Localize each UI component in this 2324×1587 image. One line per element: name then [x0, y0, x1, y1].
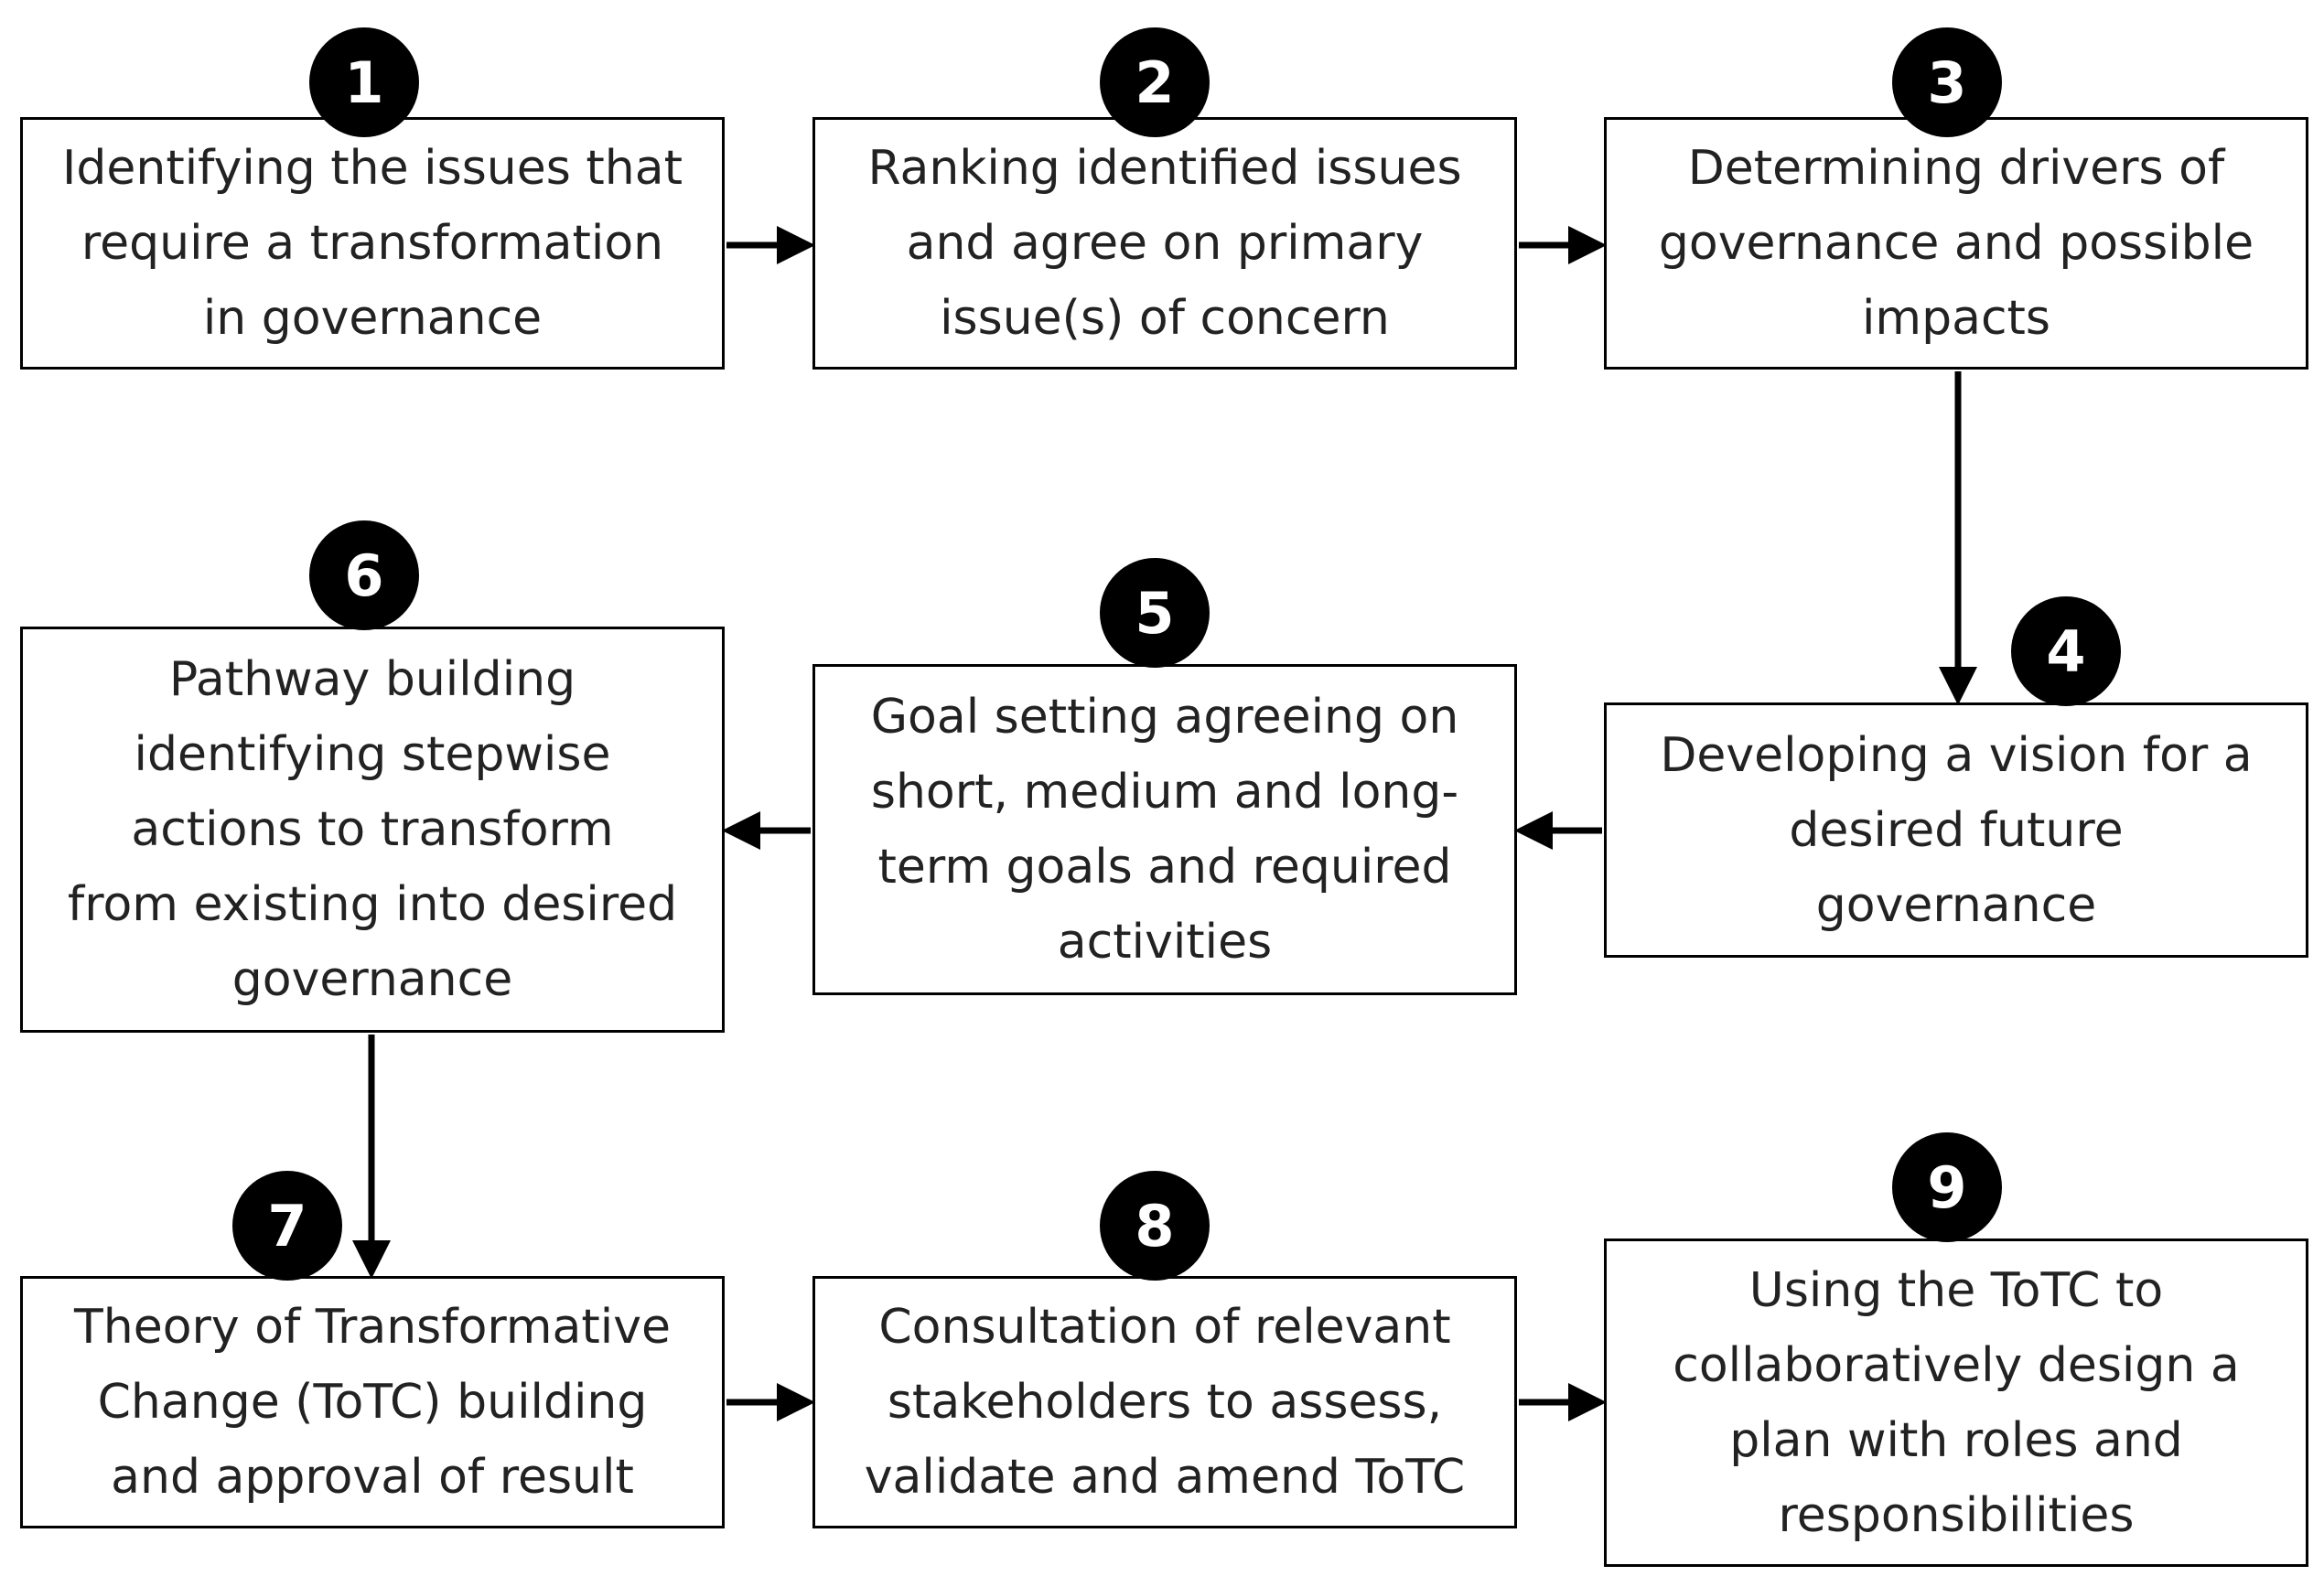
step-5-text: Goal setting agreeing on short, medium a… [870, 690, 1459, 970]
step-1-number-badge: 1 [309, 27, 419, 137]
step-2-text: Ranking identified issues and agree on p… [867, 141, 1462, 346]
step-7-box: Theory of Transformative Change (ToTC) b… [20, 1276, 725, 1528]
step-4-number-badge: 4 [2011, 596, 2121, 706]
step-1-text: Identifying the issues that require a tr… [62, 141, 683, 346]
step-4-box: Developing a vision for a desired future… [1604, 702, 2308, 958]
step-1-box: Identifying the issues that require a tr… [20, 117, 725, 370]
step-5-number-badge: 5 [1100, 558, 1210, 668]
step-8-text: Consultation of relevant stakeholders to… [864, 1300, 1466, 1505]
step-3-text: Determining drivers of governance and po… [1658, 141, 2254, 346]
step-9-box: Using the ToTC to collaboratively design… [1604, 1239, 2308, 1567]
step-6-text: Pathway building identifying stepwise ac… [67, 652, 678, 1007]
step-6-number-badge: 6 [309, 520, 419, 630]
step-6-box: Pathway building identifying stepwise ac… [20, 627, 725, 1033]
step-3-number-badge: 3 [1892, 27, 2002, 137]
step-2-box: Ranking identified issues and agree on p… [812, 117, 1517, 370]
step-7-number-badge: 7 [232, 1171, 342, 1281]
step-8-number-badge: 8 [1100, 1171, 1210, 1281]
step-5-box: Goal setting agreeing on short, medium a… [812, 664, 1517, 995]
step-9-number-badge: 9 [1892, 1132, 2002, 1242]
step-8-box: Consultation of relevant stakeholders to… [812, 1276, 1517, 1528]
step-3-box: Determining drivers of governance and po… [1604, 117, 2308, 370]
step-2-number-badge: 2 [1100, 27, 1210, 137]
step-4-text: Developing a vision for a desired future… [1660, 727, 2253, 933]
step-9-text: Using the ToTC to collaboratively design… [1673, 1262, 2240, 1543]
step-7-text: Theory of Transformative Change (ToTC) b… [74, 1300, 671, 1505]
